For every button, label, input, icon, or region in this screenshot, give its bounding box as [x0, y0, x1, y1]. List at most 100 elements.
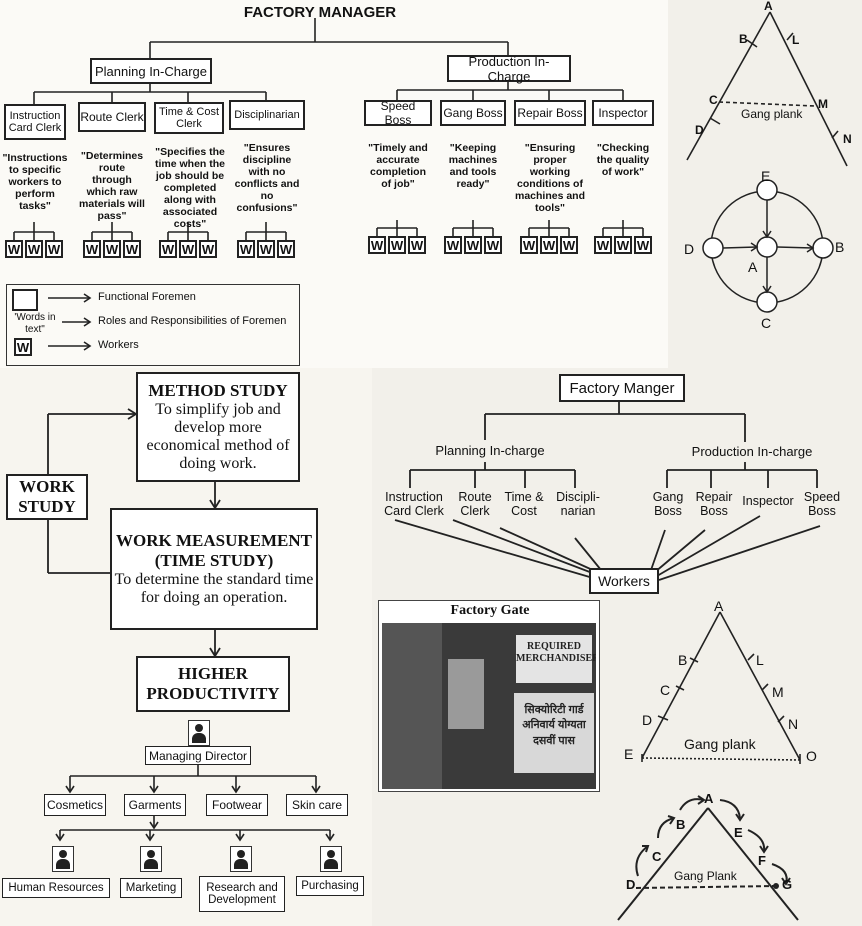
function-label: Human Resources [8, 882, 104, 894]
worker-box: W [594, 236, 612, 254]
role-desc: "Keeping machines and tools ready" [448, 142, 498, 191]
posted-notice [448, 659, 484, 729]
role-label: Repair Boss [517, 106, 583, 120]
division-label: Cosmetics [46, 798, 103, 812]
worker-box: W [83, 240, 101, 258]
higher-productivity-box: HIGHER PRODUCTIVITY [136, 656, 290, 712]
role-label: Route Clerk [458, 490, 492, 519]
role-desc: "Determines route through which raw mate… [79, 150, 145, 223]
network-lines [702, 179, 834, 313]
tri2-label: A [714, 598, 724, 614]
role-box: Route Clerk [78, 102, 146, 132]
tri3-plank-label: Gang Plank [674, 869, 737, 883]
work-measurement-body: To determine the standard time for doing… [114, 571, 314, 606]
work-study-label: WORK STUDY [18, 477, 76, 516]
work-study-diagram: WORK STUDY METHOD STUDY To simplify job … [0, 368, 372, 716]
worker-box: W [257, 240, 275, 258]
tri3-label: G [782, 877, 793, 892]
guard-sign: सिक्योरिटी गार्ड अनिवार्य योग्यता दसवीं … [514, 693, 594, 773]
planning-incharge-label: Planning In-Charge [94, 63, 208, 79]
tri3-label: E [734, 825, 743, 840]
role-box: Time & Cost Clerk [154, 102, 224, 134]
role-label: Gang Boss [443, 106, 503, 120]
triangle-2-lines [641, 611, 801, 764]
method-study-title: METHOD STUDY [148, 381, 288, 400]
planning-incharge-box: Planning In-Charge [90, 58, 212, 84]
worker-box: W [103, 240, 121, 258]
person-icon [230, 846, 252, 872]
worker-box: W [614, 236, 632, 254]
worker-box: W [634, 236, 652, 254]
division-box: Garments [124, 794, 186, 816]
role-desc: "Ensures discipline with no conflicts an… [234, 142, 300, 215]
function-box: Marketing [120, 878, 182, 898]
managing-director-label: Managing Director [148, 748, 248, 763]
workers-box: Workers [589, 568, 659, 594]
worker-box: W [277, 240, 295, 258]
person-icon [188, 720, 210, 746]
functional-foremanship-chart: FACTORY MANAGER Planning In-Charge Produ… [0, 0, 668, 368]
division-label: Garments [128, 798, 182, 812]
method-study-body: To simplify job and develop more economi… [146, 401, 290, 472]
person-icon [320, 846, 342, 872]
worker-box: W [179, 240, 197, 258]
worker-box: W [484, 236, 502, 254]
role-box: Repair Boss [514, 100, 586, 126]
role-label: Speed Boss [803, 490, 841, 519]
tri2-label: N [788, 716, 799, 732]
communication-network: E D A B C [675, 165, 862, 335]
person-icon [52, 846, 74, 872]
network-node-label: D [684, 241, 695, 257]
legend-label: Roles and Responsibilities of Foremen [98, 315, 287, 327]
gang-plank-triangle-1: A B L C M D N Gang plank [675, 0, 862, 170]
role-box: Inspector [592, 100, 654, 126]
role-label: Instruction Card Clerk [8, 110, 62, 134]
tri2-plank-label: Gang plank [684, 736, 756, 752]
worker-box: W [45, 240, 63, 258]
work-study-box: WORK STUDY [6, 474, 88, 520]
role-box: Instruction Card Clerk [4, 104, 66, 140]
role-desc: "Timely and accurate completion of job" [368, 142, 428, 191]
point-g-dot [773, 883, 779, 889]
factory-gate-photo: Factory Gate REQUIRED MERCHANDISER सिक्य… [378, 600, 600, 792]
role-label: Inspector [742, 494, 794, 508]
network-node-label: A [748, 259, 758, 275]
role-label: Time & Cost [504, 490, 544, 519]
tri1-label: N [843, 132, 852, 146]
legend-label: Workers [98, 339, 139, 351]
tri2-label: O [806, 748, 817, 764]
legend-box-key [12, 289, 38, 311]
legend-key-text: 'Words in text" [14, 312, 56, 335]
role-desc: "Instructions to specific workers to per… [2, 152, 68, 213]
wall-panel [382, 623, 442, 789]
legend [6, 284, 300, 366]
triangle-1-lines [686, 11, 848, 167]
worker-box: W [464, 236, 482, 254]
tri3-label: B [676, 817, 686, 832]
person-icon [140, 846, 162, 872]
divisional-structure-chart: Managing Director Cosmetics Garments Foo… [0, 716, 372, 926]
gang-plank-triangle-3: A B C D E F G Gang Plank [608, 788, 814, 926]
tri1-plank-label: Gang plank [741, 107, 803, 121]
role-label: Repair Boss [695, 490, 733, 519]
function-label: Research and Development [206, 882, 278, 906]
planning-label: Planning In-charge [435, 443, 545, 458]
worker-box: W [5, 240, 23, 258]
role-box: Disciplinarian [229, 100, 305, 130]
function-box: Human Resources [2, 878, 110, 898]
role-label: Speed Boss [380, 99, 416, 127]
worker-box: W [199, 240, 217, 258]
tri1-label: M [818, 97, 828, 111]
division-box: Cosmetics [44, 794, 106, 816]
role-box: Gang Boss [440, 100, 506, 126]
required-sign: REQUIRED MERCHANDISER [516, 635, 596, 683]
function-label: Purchasing [301, 880, 359, 892]
factory-gate-title: Factory Gate [450, 603, 530, 618]
worker-box: W [520, 236, 538, 254]
function-box: Research and Development [199, 876, 285, 912]
role-desc: "Specifies the time when the job should … [154, 146, 225, 231]
function-label: Marketing [125, 882, 177, 894]
photo-area: REQUIRED MERCHANDISER सिक्योरिटी गार्ड अ… [382, 623, 596, 789]
work-study-arrows [47, 408, 221, 658]
required-sign-text: REQUIRED MERCHANDISER [516, 641, 596, 664]
